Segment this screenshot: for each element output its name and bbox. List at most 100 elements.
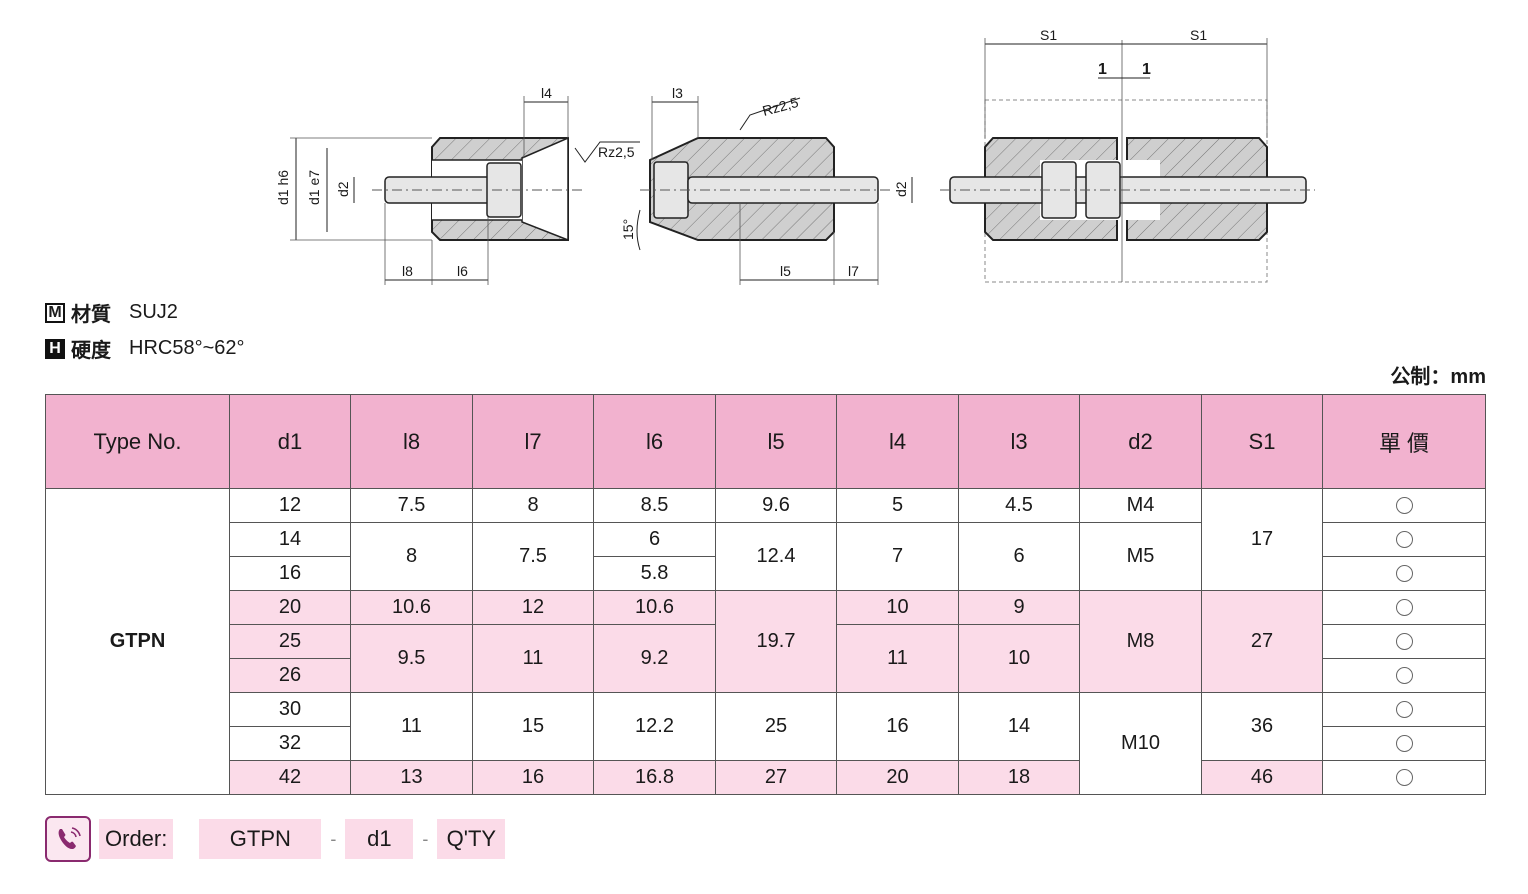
l4-cell: 5 (836, 488, 959, 523)
spec-table: Type No. d1 l8 l7 l6 l5 l4 l3 d2 S1 單 價 … (45, 394, 1486, 795)
header-l3: l3 (958, 394, 1080, 489)
phone-icon[interactable] (45, 816, 91, 862)
price-cell[interactable] (1322, 692, 1486, 727)
price-cell[interactable] (1322, 590, 1486, 625)
price-cell[interactable] (1322, 726, 1486, 761)
table-header-row: Type No. d1 l8 l7 l6 l5 l4 l3 d2 S1 單 價 (45, 394, 1486, 489)
s1-cell: 36 (1201, 692, 1323, 761)
order-qty-box: Q'TY (437, 819, 506, 859)
l6-cell: 8.5 (593, 488, 716, 523)
l3-cell: 6 (958, 522, 1080, 591)
header-d2: d2 (1079, 394, 1202, 489)
left-d1e7-label: d1 e7 (306, 170, 322, 205)
l4-cell: 10 (836, 590, 959, 625)
middle-l5-label: l5 (780, 263, 791, 279)
table-row: 42 13 16 16.8 27 20 18 46 (46, 760, 1486, 795)
table-row: 20 10.6 12 10.6 19.7 10 9 M8 27 (46, 590, 1486, 693)
left-rz-label: Rz2,5 (598, 144, 635, 160)
hardness-spec: H 硬度 HRC58°~62° (45, 334, 245, 363)
l4-cell: 16 (836, 692, 959, 761)
s1-cell: 17 (1201, 488, 1323, 591)
order-type-box: GTPN (199, 819, 322, 859)
order-line: Order: GTPN - d1 - Q'TY (45, 816, 506, 862)
table-row: 14 8 7.5 6 12.4 7 6 M5 (46, 522, 1486, 591)
price-cell[interactable] (1322, 488, 1486, 523)
middle-l7-label: l7 (848, 263, 859, 279)
l7-cell: 15 (472, 692, 594, 761)
table-row: 26 (46, 658, 1486, 693)
order-label: Order: (99, 819, 174, 859)
left-l4-label: l4 (541, 85, 552, 101)
d2-cell: M4 (1079, 488, 1202, 523)
left-d1h6-label: d1 h6 (275, 170, 291, 205)
price-cell[interactable] (1322, 556, 1486, 591)
d2-cell: M10 (1079, 692, 1202, 795)
header-type: Type No. (45, 394, 230, 489)
l5-cell: 27 (715, 760, 837, 795)
table-row: GTPN 12 7.5 8 8.5 9.6 5 4.5 M4 17 (45, 488, 1486, 795)
l7-cell: 8 (472, 488, 594, 523)
price-circle-icon (1395, 565, 1413, 583)
price-cell[interactable] (1322, 522, 1486, 557)
l5-cell: 12.4 (715, 522, 837, 591)
d1-cell: 25 (229, 624, 351, 659)
l6-cell: 10.6 (593, 590, 716, 625)
type-cell: GTPN (45, 488, 230, 795)
l8-cell: 9.5 (350, 624, 473, 693)
right-s1b-label: S1 (1190, 27, 1207, 43)
header-l7: l7 (472, 394, 594, 489)
l7-cell: 12 (472, 590, 594, 625)
material-icon: M (45, 302, 65, 323)
l8-cell: 7.5 (350, 488, 473, 523)
hardness-icon: H (45, 338, 65, 359)
l4-cell: 11 (836, 624, 959, 693)
header-price: 單 價 (1322, 394, 1486, 489)
d1-cell: 12 (229, 488, 351, 523)
l7-cell: 16 (472, 760, 594, 795)
d1-cell: 20 (229, 590, 351, 625)
middle-rz-label: Rz2,5 (761, 94, 801, 119)
l3-cell: 18 (958, 760, 1080, 795)
right-s1a-label: S1 (1040, 27, 1057, 43)
header-l8: l8 (350, 394, 473, 489)
price-cell[interactable] (1322, 658, 1486, 693)
table-row: 30 11 15 12.2 25 16 14 M10 36 (46, 692, 1486, 795)
d1-cell: 26 (229, 658, 351, 693)
middle-l3-label: l3 (672, 85, 683, 101)
l6-cell: 9.2 (593, 624, 716, 693)
l3-cell: 14 (958, 692, 1080, 761)
l8-cell: 10.6 (350, 590, 473, 625)
s1-cell: 46 (1201, 760, 1323, 795)
technical-drawings: l4 Rz2,5 d1 h6 d1 e7 d2 l8 l6 l3 Rz2,5 1… (275, 27, 1315, 285)
l6-cell: 5.8 (593, 556, 716, 591)
l8-cell: 13 (350, 760, 473, 795)
l4-cell: 20 (836, 760, 959, 795)
d1-cell: 30 (229, 692, 351, 727)
left-view-drawing: l4 Rz2,5 d1 h6 d1 e7 d2 l8 l6 (275, 85, 640, 285)
order-dash-2: - (422, 828, 429, 849)
d2-cell: M8 (1079, 590, 1202, 693)
right-gap-b-label: 1 (1142, 61, 1151, 78)
header-l5: l5 (715, 394, 837, 489)
hardness-label: 硬度 (71, 340, 111, 362)
price-circle-icon (1395, 497, 1413, 515)
d1-cell: 16 (229, 556, 351, 591)
unit-note: 公制：mm (1390, 366, 1486, 388)
d1-cell: 32 (229, 726, 351, 761)
price-cell[interactable] (1322, 624, 1486, 659)
d1-cell: 42 (229, 760, 351, 795)
order-d1-box: d1 (345, 819, 414, 859)
material-value: SUJ2 (129, 301, 178, 323)
middle-angle-label: 15° (620, 219, 636, 240)
left-l8-label: l8 (402, 263, 413, 279)
d2-cell: M5 (1079, 522, 1202, 591)
l6-cell: 6 (593, 522, 716, 557)
price-circle-icon (1395, 599, 1413, 617)
price-circle-icon (1395, 531, 1413, 549)
price-circle-icon (1395, 735, 1413, 753)
left-d2-label: d2 (335, 181, 351, 197)
price-cell[interactable] (1322, 760, 1486, 795)
table-row: 32 (46, 726, 1486, 761)
table-row: 25 9.5 11 9.2 11 10 (46, 624, 1486, 693)
l5-cell: 19.7 (715, 590, 837, 693)
